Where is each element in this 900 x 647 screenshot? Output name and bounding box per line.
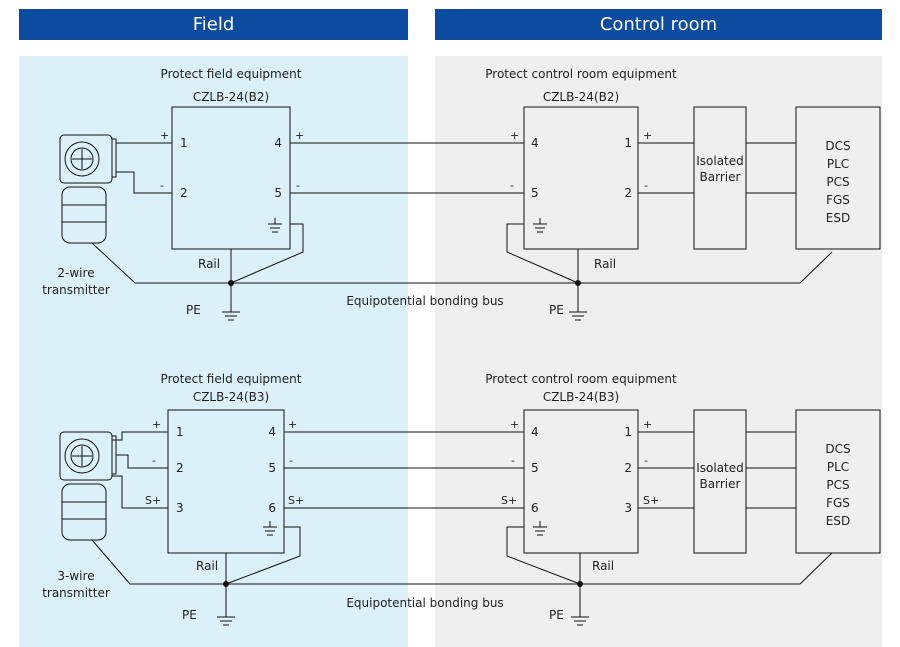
field-header: Field [19, 9, 408, 40]
system-label: PCS [826, 175, 849, 189]
polarity-label: - [511, 454, 515, 467]
polarity-label: + [295, 129, 304, 142]
protect-field-label: Protect field equipment [161, 67, 302, 81]
polarity-label: S+ [288, 494, 304, 507]
pin-label: 4 [531, 136, 539, 150]
protect-control-label: Protect control room equipment [485, 67, 677, 81]
polarity-label: - [644, 179, 648, 192]
pin-label: 1 [624, 136, 632, 150]
polarity-label: + [152, 418, 161, 431]
system-label: DCS [825, 139, 850, 153]
barrier-label: Isolated [696, 154, 744, 168]
pin-label: 3 [624, 501, 632, 515]
model-label: CZLB-24(B2) [543, 90, 619, 104]
system-label: ESD [826, 211, 850, 225]
control-module-box [523, 106, 639, 250]
pin-label: 1 [624, 425, 632, 439]
pin-label: 5 [531, 186, 539, 200]
model-label: CZLB-24(B3) [193, 390, 269, 404]
pin-label: 6 [268, 501, 276, 515]
control-module-box [523, 409, 639, 554]
system-label: ESD [826, 514, 850, 528]
bonding-bus-label: Equipotential bonding bus [346, 294, 503, 308]
pin-label: 1 [180, 136, 188, 150]
system-label: FGS [826, 496, 850, 510]
polarity-label: S+ [643, 494, 659, 507]
model-label: CZLB-24(B2) [193, 90, 269, 104]
bonding-bus-label: Equipotential bonding bus [346, 596, 503, 610]
polarity-label: - [152, 454, 156, 467]
system-label: PLC [827, 460, 849, 474]
polarity-label: - [644, 454, 648, 467]
polarity-label: + [288, 418, 297, 431]
polarity-label: + [510, 418, 519, 431]
pe-label: PE [182, 608, 197, 622]
transmitter-label: 2-wire [57, 266, 94, 280]
transmitter-icon [59, 431, 117, 541]
pin-label: 2 [624, 186, 632, 200]
pin-label: 6 [531, 501, 539, 515]
junction-dot [577, 581, 583, 587]
pin-label: 4 [268, 425, 276, 439]
pin-label: 4 [531, 425, 539, 439]
polarity-label: + [643, 418, 652, 431]
pin-label: 4 [274, 136, 282, 150]
barrier-label: Isolated [696, 461, 744, 475]
control-room-panel [435, 56, 882, 647]
pe-label: PE [549, 303, 564, 317]
system-box [795, 409, 881, 554]
polarity-label: - [296, 179, 300, 192]
junction-dot [575, 280, 581, 286]
polarity-label: S+ [145, 494, 161, 507]
junction-dot [228, 280, 234, 286]
pin-label: 5 [268, 461, 276, 475]
pin-label: 3 [176, 501, 184, 515]
isolated-barrier-box [693, 409, 747, 554]
pe-label: PE [549, 608, 564, 622]
polarity-label: + [510, 129, 519, 142]
barrier-label: Barrier [700, 477, 741, 491]
system-label: FGS [826, 193, 850, 207]
diagram-bottom [59, 409, 881, 626]
pin-label: 5 [531, 461, 539, 475]
diagram-top [59, 106, 881, 321]
polarity-label: + [160, 129, 169, 142]
system-label: PCS [826, 478, 849, 492]
polarity-label: - [160, 179, 164, 192]
rail-label: Rail [198, 257, 220, 271]
polarity-label: - [510, 179, 514, 192]
rail-label: Rail [196, 559, 218, 573]
isolated-barrier-box [693, 106, 747, 250]
pin-label: 2 [176, 461, 184, 475]
rail-label: Rail [594, 257, 616, 271]
transmitter-label: transmitter [42, 283, 110, 297]
field-module-box [167, 409, 285, 554]
field-panel [19, 56, 408, 647]
transmitter-label: 3-wire [57, 569, 94, 583]
system-box [795, 106, 881, 250]
protect-field-label: Protect field equipment [161, 372, 302, 386]
polarity-label: - [289, 454, 293, 467]
pin-label: 1 [176, 425, 184, 439]
polarity-label: + [643, 129, 652, 142]
transmitter-label: transmitter [42, 586, 110, 600]
transmitter-icon [59, 134, 117, 244]
rail-label: Rail [592, 559, 614, 573]
junction-dot [223, 581, 229, 587]
model-label: CZLB-24(B3) [543, 390, 619, 404]
protect-control-label: Protect control room equipment [485, 372, 677, 386]
pin-label: 2 [180, 186, 188, 200]
pin-label: 5 [274, 186, 282, 200]
system-label: PLC [827, 157, 849, 171]
pe-label: PE [186, 303, 201, 317]
control-room-header: Control room [435, 9, 882, 40]
polarity-label: S+ [501, 494, 517, 507]
system-label: DCS [825, 442, 850, 456]
pin-label: 2 [624, 461, 632, 475]
barrier-label: Barrier [700, 170, 741, 184]
